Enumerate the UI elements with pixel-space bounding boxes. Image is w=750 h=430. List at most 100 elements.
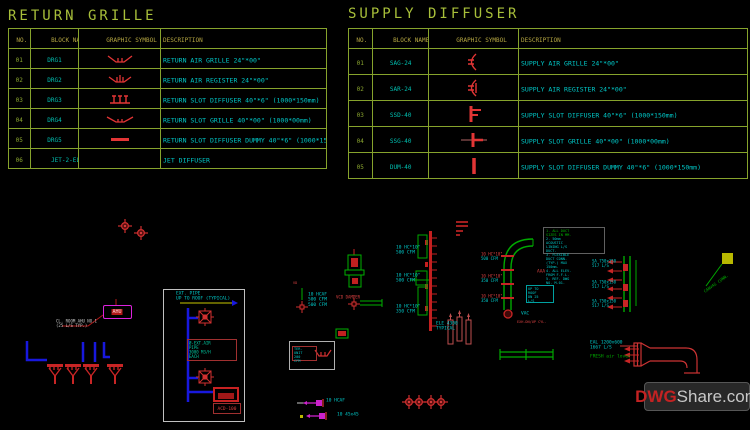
fresh-air-label: FRESH air lover — [590, 354, 631, 359]
return-slot-grille-icon — [106, 115, 133, 123]
ceiling-star-symbol — [133, 225, 149, 241]
sprinkler-symbol — [433, 394, 449, 410]
table-row: 02 DRG2 RETURN AIR REGISTER 24"*00" — [8, 68, 327, 89]
hatch-marks — [456, 221, 468, 236]
col-description: DESCRIPTION — [521, 36, 561, 44]
block-name: JET-2-ELEM — [51, 156, 77, 164]
slot-diffuser-run — [410, 231, 437, 331]
supply-diffuser-table: NO. BLOCK NAME GRAPHIC SYMBOL DESCRIPTIO… — [348, 28, 748, 179]
row-no: 05 — [15, 136, 24, 144]
duct-connector-symbol — [302, 398, 324, 408]
duct-connector-symbol — [305, 411, 327, 421]
mid-label-2: 10 HC*10"350 CFM — [481, 274, 503, 284]
row-description: SUPPLY SLOT GRILLE 40"*00" (1000*00mm) — [521, 137, 670, 146]
table-row: 04 SSG-40 SUPPLY SLOT GRILLE 40"*00" (10… — [348, 126, 748, 153]
return-grille-plan-symbol — [314, 349, 332, 357]
mid-label-1: 10 HC*10"500 CFM — [481, 252, 503, 262]
table-row: 03 DRG3 RETURN SLOT DIFFUSER 40"*6" (100… — [8, 88, 327, 109]
table-row: 06 JET-2-ELEM JET DIFFUSER — [8, 148, 327, 169]
general-notes-box: 1. ALL DUCT SIZES IN MM. 2. 50mm ACOUSTI… — [543, 227, 605, 285]
col-block-name: BLOCK NAME — [393, 36, 429, 44]
supply-air-register-icon — [467, 78, 477, 97]
slot-label-3: 10 HC*10"350 CFM — [396, 304, 421, 315]
row-description: SUPPLY AIR REGISTER 24"*00" — [521, 85, 627, 94]
col-graphic-symbol: GRAPHIC SYMBOL — [106, 36, 157, 44]
vd-label: VD — [293, 281, 298, 285]
supply-diffuser-title: SUPPLY DIFFUSER — [348, 6, 520, 22]
row-description: SUPPLY SLOT DIFFUSER 40"*6" (1000*150mm) — [521, 111, 678, 120]
aaa-label: AAA — [537, 269, 546, 274]
slot-label-2: 10 HC*10"500 CFM — [396, 273, 421, 284]
slot-label-1: 10 HC*10"500 CFM — [396, 245, 421, 256]
row-description: RETURN SLOT DIFFUSER DUMMY 40"*6" (1000*… — [163, 136, 327, 145]
cross-diffuser-symbol — [347, 297, 361, 311]
watermark-rest: Share.com — [676, 386, 750, 406]
small-damper-symbol — [335, 328, 349, 339]
supply-diffuser-plan-symbol — [344, 249, 365, 288]
connector-label-2: 10 45x45 — [337, 412, 359, 417]
col-no: NO. — [16, 36, 28, 44]
watermark-dwg: DWG — [635, 386, 677, 406]
block-name: SAR-24 — [389, 85, 412, 93]
col-description: DESCRIPTION — [163, 36, 203, 44]
drain-funnel-symbol — [106, 363, 124, 385]
connector-label-1: 10 HCAF — [326, 398, 345, 403]
return-grille-title: RETURN GRILLE — [8, 8, 157, 24]
canvas-connection — [705, 253, 733, 287]
row-no: 06 — [15, 156, 24, 164]
drain-funnel-symbol — [46, 363, 64, 385]
row-no: 04 — [15, 116, 24, 124]
return-grille-table: NO. BLOCK NAME GRAPHIC SYMBOL DESCRIPTIO… — [8, 28, 327, 169]
mid-label-3: 10 HC*10"350 CFM — [481, 294, 503, 304]
row-no: 05 — [356, 163, 365, 171]
table-row: 02 SAR-24 SUPPLY AIR REGISTER 24"*00" — [348, 74, 748, 101]
ceiling-star-symbol — [117, 218, 133, 234]
supply-air-grille-icon — [467, 52, 476, 71]
row-description: RETURN SLOT DIFFUSER 40"*6" (1000*150mm) — [163, 96, 320, 105]
col-block-name: BLOCK NAME — [51, 36, 77, 44]
green-parallel-duct — [499, 349, 554, 360]
duct-elbow — [501, 238, 534, 319]
block-name: SAG-24 — [389, 59, 412, 67]
drain-funnel-symbol — [82, 363, 100, 385]
vac-label: VAC — [521, 311, 530, 316]
condensate-tank-symbol — [213, 387, 239, 402]
row-no: 03 — [15, 96, 24, 104]
col-no: NO. — [356, 36, 368, 44]
return-air-grille-icon — [107, 54, 132, 63]
riser-detail — [180, 300, 239, 402]
sprinkler-symbol — [411, 394, 427, 410]
supply-slot-diffuser-icon — [469, 105, 481, 122]
row-description: JET DIFFUSER — [163, 156, 210, 165]
row-description: RETURN AIR GRILLE 24"*00" — [163, 56, 261, 65]
table-row: 01 DRG1 RETURN AIR GRILLE 24"*00" — [8, 48, 327, 69]
row-description: SUPPLY AIR GRILLE 24"*00" — [521, 59, 619, 68]
acd-tag: ACD-100 — [213, 403, 241, 414]
supply-slot-dummy-icon — [471, 157, 476, 174]
row-no: 02 — [356, 85, 365, 93]
row-description: SUPPLY SLOT DIFFUSER DUMMY 40"*6" (1000*… — [521, 163, 702, 172]
ahu-label: AHU — [111, 309, 124, 315]
ahu-tag: AHU — [103, 305, 132, 319]
vac-sub-label: EXH.DN/UP CYL. — [517, 320, 547, 324]
row-no: 04 — [356, 137, 365, 145]
row-description: RETURN AIR REGISTER 24"*00" — [163, 76, 269, 85]
block-name: DRG1 — [47, 56, 62, 64]
row-description: RETURN SLOT GRILLE 40"*00" (1000*00mm) — [163, 116, 312, 125]
row-no: 01 — [356, 59, 365, 67]
return-slot-dummy-icon — [110, 137, 129, 141]
vcd-duct-lines — [360, 299, 383, 307]
airflow-arrow — [623, 346, 640, 352]
ahu-note: CL. ROOM AHU NO.1(25 L/S TYP.) — [56, 319, 97, 329]
airflow-arrow — [606, 268, 623, 274]
